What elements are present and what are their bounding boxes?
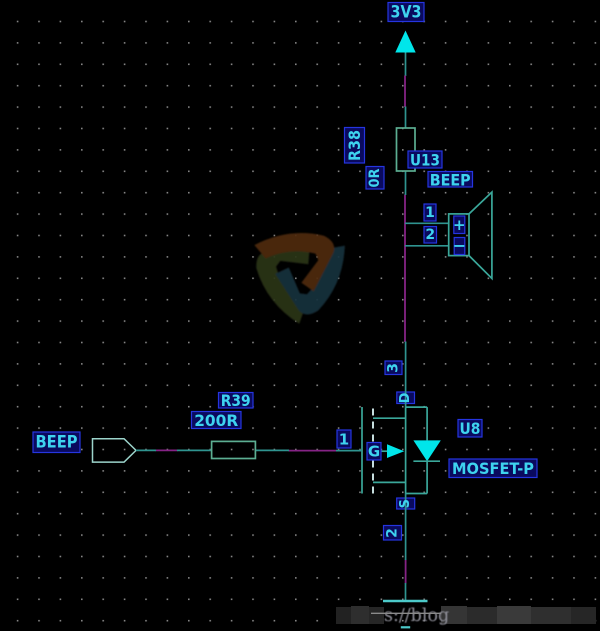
resistor-r38: R38 0R	[343, 106, 416, 195]
pin1-box	[336, 429, 352, 449]
watermark-text: s://blog	[384, 606, 449, 626]
u8-ref-box	[457, 418, 483, 438]
r38-body	[395, 127, 416, 172]
mosfet-u8: 3 D 1 G S 2 U8 MOSFET-P	[336, 341, 538, 560]
buzzer-u13: U13 BEEP 1 2 + −	[405, 150, 493, 281]
beep-label-box	[32, 431, 81, 454]
pin-number-3: 3	[386, 363, 402, 373]
mosaic-block	[571, 607, 596, 624]
port-beep: BEEP	[32, 431, 156, 463]
designator-u13: U13	[410, 151, 440, 170]
port-label-beep: BEEP	[36, 433, 78, 453]
value-200r: 200R	[194, 411, 238, 430]
polarity-minus: −	[453, 236, 466, 255]
value-r38: 0R	[367, 168, 383, 187]
r39-ref-box	[217, 391, 254, 409]
designator-r38: R38	[345, 130, 364, 161]
mosfet-arrow-icon	[387, 444, 405, 458]
mosaic-block	[441, 606, 467, 624]
buzzer-horn	[468, 190, 493, 281]
watermark-url: s://blog	[336, 606, 596, 626]
value-mosfet-p: MOSFET-P	[452, 459, 534, 478]
mosaic-block	[351, 606, 369, 624]
mosaic-block	[467, 607, 497, 624]
buzzer-body	[447, 213, 470, 257]
body-diode-icon	[413, 440, 441, 462]
u13-ref-box	[407, 150, 443, 169]
port-shape	[91, 437, 138, 463]
resistor-r39: R39 200R	[177, 391, 289, 460]
pin-number-1: 1	[339, 431, 349, 449]
pin-name-s: S	[398, 499, 413, 508]
r38-value-box	[365, 165, 385, 190]
u13-value-box	[427, 170, 474, 188]
power-bar-bottom	[383, 583, 428, 629]
polarity-plus-box	[453, 215, 466, 235]
pin3-box	[384, 360, 403, 376]
polarity-minus-box	[453, 236, 466, 256]
designator-u8: U8	[460, 419, 481, 438]
pin-number-2: 2	[385, 528, 401, 538]
net-label-3v3: 3V3	[391, 3, 422, 23]
polarity-plus: +	[453, 216, 466, 234]
power-port-3v3: 3V3	[387, 1, 425, 76]
r38-ref-box	[343, 126, 366, 164]
value-u13-beep: BEEP	[430, 171, 471, 190]
pinG-box	[366, 441, 382, 461]
power-arrow-icon	[395, 30, 416, 53]
u8-value-box	[448, 458, 538, 479]
pin-name-g: G	[368, 443, 380, 461]
buzzer-pin2-box	[423, 225, 438, 244]
r39-value-box	[190, 410, 242, 430]
net-label-box	[387, 1, 425, 23]
designator-r39: R39	[221, 391, 251, 410]
pin-name-d: D	[398, 392, 413, 403]
mosaic-block	[497, 606, 531, 624]
mosaic-block	[531, 607, 571, 624]
mosaic-block	[336, 607, 351, 624]
buzzer-pin1-number: 1	[425, 205, 435, 221]
r39-body	[210, 440, 257, 460]
buzzer-pin2-number: 2	[425, 227, 435, 243]
pin2-box	[382, 524, 403, 541]
buzzer-pin1-box	[423, 203, 437, 222]
wires	[155, 75, 407, 584]
mosaic-block	[369, 607, 384, 624]
